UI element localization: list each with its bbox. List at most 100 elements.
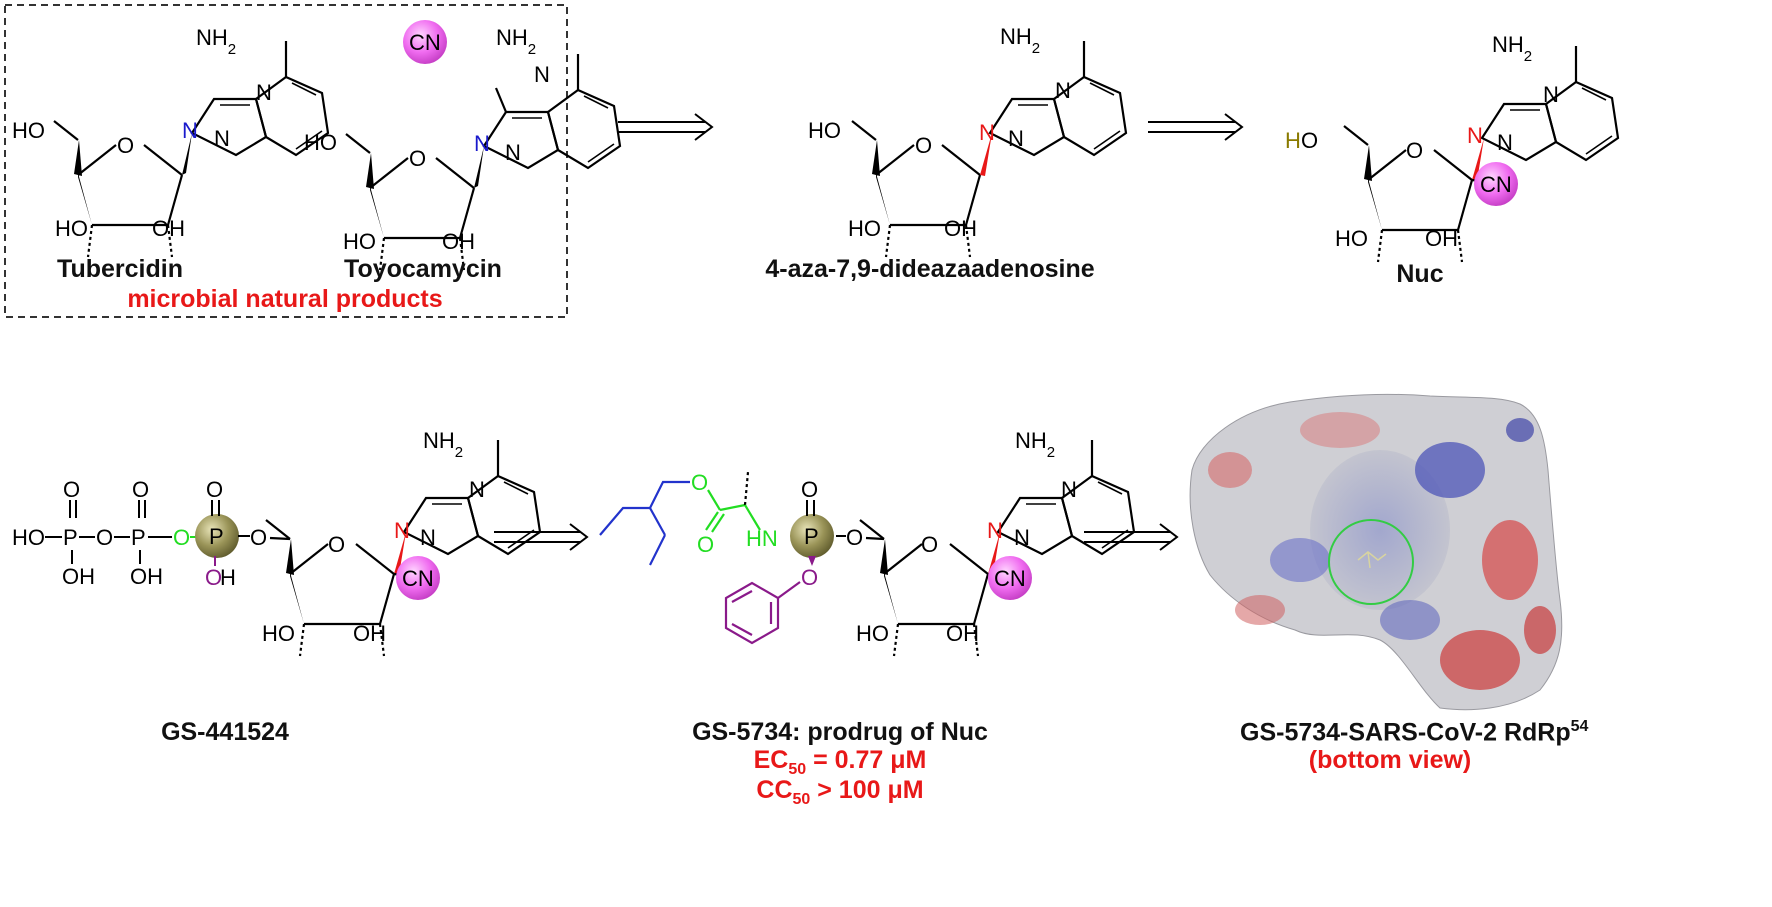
gs5734-n-bridge: N [987,518,1003,543]
gs441524-p-center: P O O H O [205,477,267,590]
tubercidin-oh-bottom: OH [152,216,185,241]
arrow-3 [494,523,589,551]
gs441524-phosphate-chain: HO P O OH O P O OH O [12,477,200,589]
toyocamycin-structure [344,52,622,272]
binding-site-circle [1328,519,1414,605]
svg-text:O: O [250,525,267,550]
nuc-h: H [1285,128,1301,153]
toyocamycin-o-ring: O [409,146,426,171]
svg-text:O: O [96,525,113,550]
svg-text:O: O [205,565,222,590]
rdrp-protein-surface [1189,393,1563,711]
dideaza-ho-bottom: HO [848,216,881,241]
natural-products-box [4,4,568,318]
toyocamycin-cn-highlight [403,20,447,64]
tubercidin-nh2: NH2 [196,25,236,58]
svg-text:H: H [220,565,236,590]
cc50-label: CC50 > 100 μM [756,776,924,808]
dideazaadenosine-structure [850,39,1128,259]
svg-text:O: O [206,477,223,502]
svg-text:O: O [173,525,190,550]
gs5734-ho-bottom: HO [856,621,889,646]
gs441524-oh-bottom: OH [353,621,386,646]
nuc-n-bridge: N [1467,123,1483,148]
dideazaadenosine-label: 4-aza-7,9-dideazaadenosine [765,255,1095,283]
gs441524-label: GS-441524 [161,718,289,746]
gs5734-n1: N [1061,477,1077,502]
ec50-label: EC50 = 0.77 μM [753,746,927,778]
gs5734-p-center: P O O O [801,477,863,590]
gs5734-oh-bottom: OH [946,621,979,646]
nuc-label: Nuc [1396,260,1444,288]
nuc-ho-bottom: HO [1335,226,1368,251]
complex-label: GS-5734-SARS-CoV-2 RdRp54 [1240,718,1589,747]
nuc-n-adj: N [1497,130,1513,155]
toyocamycin-cn: CN [409,30,441,55]
svg-text:O: O [63,477,80,502]
gs441524-n-bridge: N [394,518,410,543]
gs441524-n1: N [469,477,485,502]
arrow-2 [1148,113,1244,141]
svg-text:O: O [697,532,714,557]
gs5734-ester: O O HN [691,470,778,557]
dideaza-ho-top: HO [808,118,841,143]
gs441524-cn-highlight [396,556,440,600]
natural-products-label: microbial natural products [127,285,443,313]
tubercidin-n9: N [182,118,198,143]
svg-text:HN: HN [746,526,778,551]
svg-text:O: O [801,565,818,590]
nuc-o-primary: O [1301,128,1318,153]
toyocamycin-n9: N [474,131,490,156]
gs5734-cn-highlight [988,556,1032,600]
tubercidin-structure [52,39,330,259]
toyocamycin-ho-bottom: HO [343,229,376,254]
gs5734-cn: CN [994,566,1026,591]
toyocamycin-nh2: NH2 [496,25,536,58]
nuc-cn-highlight [1474,162,1518,206]
svg-text:P: P [804,524,819,549]
tubercidin-ho-top: HO [12,118,45,143]
svg-text:P: P [63,525,78,550]
gs5734-nucleoside [858,438,1136,658]
gs5734-alkyl-chain [599,480,690,566]
nuc-structure [1342,44,1620,264]
svg-text:O: O [132,477,149,502]
gs5734-p-highlight [790,514,834,558]
arrow-4 [1084,523,1179,551]
svg-text:OH: OH [130,564,163,589]
toyocamycin-oh-bottom: OH [442,229,475,254]
svg-text:O: O [846,525,863,550]
dideaza-nh2: NH2 [1000,24,1040,57]
svg-text:OH: OH [62,564,95,589]
svg-text:O: O [801,477,818,502]
tubercidin-ho-bottom: HO [55,216,88,241]
tubercidin-n1: N [256,80,272,105]
tubercidin-o-ring: O [117,133,134,158]
toyocamycin-n1: N [534,62,550,87]
svg-text:HO: HO [12,525,45,550]
toyocamycin-ho-top: HO [304,130,337,155]
dideaza-o-ring: O [915,133,932,158]
nuc-o-ring: O [1406,138,1423,163]
nuc-oh-bottom: OH [1425,226,1458,251]
nuc-nh2: NH2 [1492,32,1532,65]
gs5734-phenyl [724,581,801,645]
arrow-1 [618,113,714,141]
gs441524-ho-bottom: HO [262,621,295,646]
gs441524-nh2: NH2 [423,428,463,461]
gs441524-p-highlight [195,514,239,558]
gs441524-nucleoside [264,438,542,658]
gs441524-o-ring: O [328,532,345,557]
svg-text:O: O [691,470,708,495]
svg-text:P: P [209,524,224,549]
toyocamycin-label: Toyocamycin [344,255,502,283]
tubercidin-n3: N [214,126,230,151]
gs441524-n-adj: N [420,525,436,550]
dideaza-n1: N [1055,78,1071,103]
dideaza-oh-bottom: OH [944,216,977,241]
dideaza-n-adj: N [1008,126,1024,151]
nuc-n1: N [1543,82,1559,107]
bottom-view-label: (bottom view) [1308,746,1472,774]
gs5734-n-adj: N [1014,525,1030,550]
